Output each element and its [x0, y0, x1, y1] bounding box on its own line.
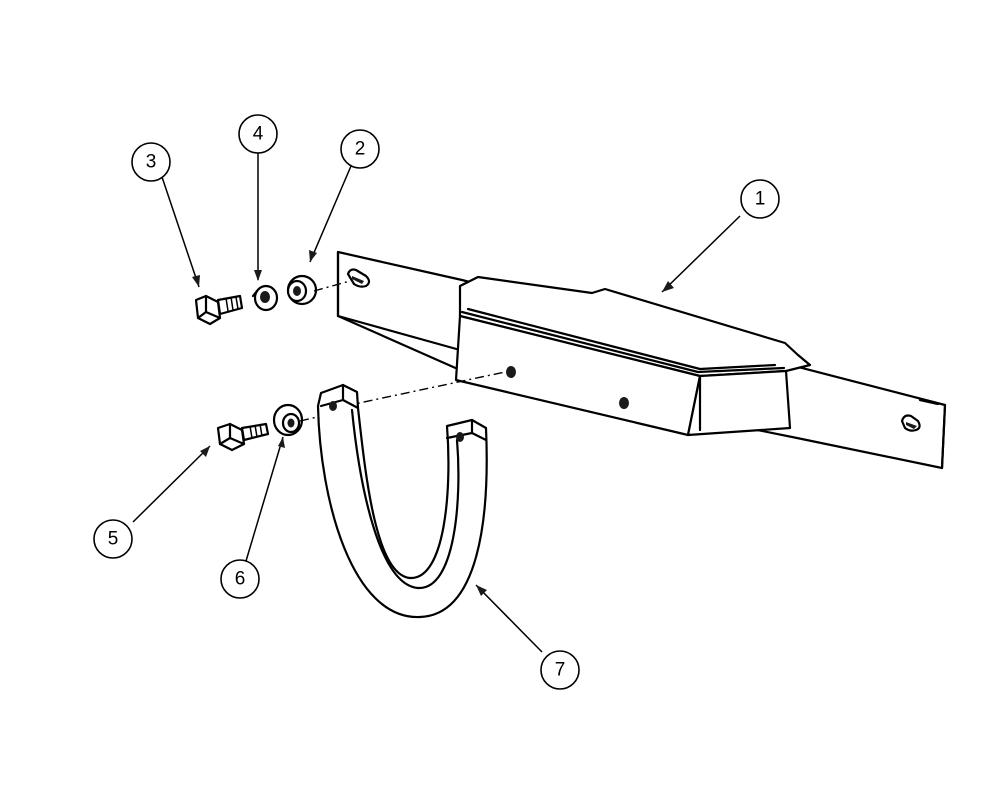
alignment-line-clamp	[344, 371, 506, 407]
leader-arrowhead-1	[662, 281, 674, 292]
leader-arrowhead-2	[309, 250, 317, 262]
callout-5: 5	[93, 519, 133, 559]
callout-3-label: 3	[146, 152, 157, 173]
callout-6: 6	[220, 559, 260, 599]
bolt-lower-part	[216, 422, 270, 452]
leader-arrowhead-5	[200, 446, 210, 457]
callout-4-label: 4	[253, 124, 264, 145]
callout-7: 7	[540, 650, 580, 690]
leader-lines	[132, 152, 741, 653]
callout-6-label: 6	[235, 569, 246, 590]
leader-arrowhead-6	[278, 437, 285, 448]
leader-arrowhead-7	[476, 585, 487, 596]
callout-2-label: 2	[355, 139, 366, 160]
callout-1: 1	[740, 179, 780, 219]
callout-1-label: 1	[755, 189, 766, 210]
callout-2: 2	[340, 129, 380, 169]
leader-arrowhead-3	[192, 275, 200, 287]
lock-washer-part	[251, 284, 279, 312]
leader-arrowhead-4	[254, 270, 262, 281]
u-clamp-part	[316, 383, 488, 619]
callout-3: 3	[131, 142, 171, 182]
spacer-washer-part	[286, 274, 318, 306]
alignment-line-upper	[313, 280, 351, 292]
callout-5-label: 5	[108, 529, 119, 550]
bolt-upper-part	[194, 294, 244, 326]
bracket-bar-part	[336, 250, 947, 470]
callout-7-label: 7	[555, 660, 566, 681]
callout-4: 4	[238, 114, 278, 154]
washer-lower-part	[272, 403, 304, 437]
